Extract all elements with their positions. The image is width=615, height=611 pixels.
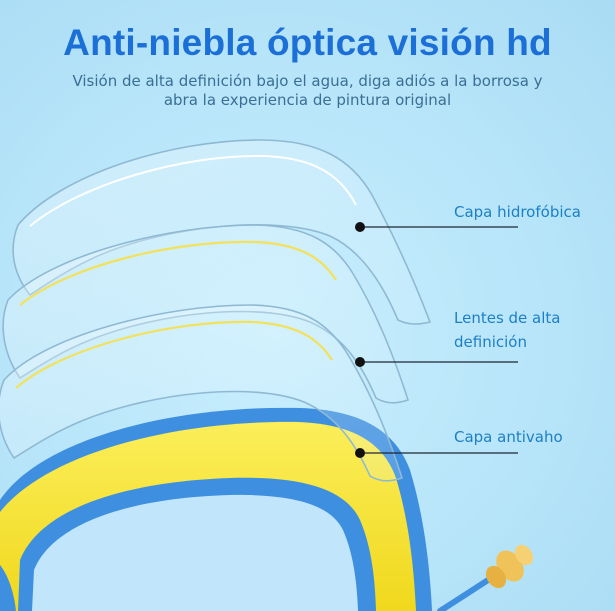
callout-pointer-2 [355, 357, 518, 367]
earplug-cord [437, 544, 534, 611]
callout-label-hd-lens-line-1: Lentes de alta [454, 309, 561, 327]
frame-left-edge [0, 565, 16, 611]
goggles-frame [0, 407, 432, 611]
callout-pointer-1 [355, 222, 518, 232]
callout-pointer-3 [355, 448, 518, 458]
frame-window [32, 494, 358, 611]
subtitle-line-1: Visión de alta definición bajo el agua, … [72, 72, 543, 90]
lens-layer-bottom [0, 304, 404, 482]
callout-label-hd-lens-line-2: definición [454, 333, 527, 351]
subtitle-line-2: abra la experiencia de pintura original [163, 91, 452, 109]
page-title: Anti-niebla óptica visión hd [63, 22, 552, 63]
callout-label-hydrophobic: Capa hidrofóbica [454, 203, 581, 221]
callout-label-hd-lens: Lentes de alta definición [454, 306, 560, 354]
callout-label-antifog: Capa antivaho [454, 428, 563, 446]
page-subtitle: Visión de alta definición bajo el agua, … [40, 72, 575, 110]
